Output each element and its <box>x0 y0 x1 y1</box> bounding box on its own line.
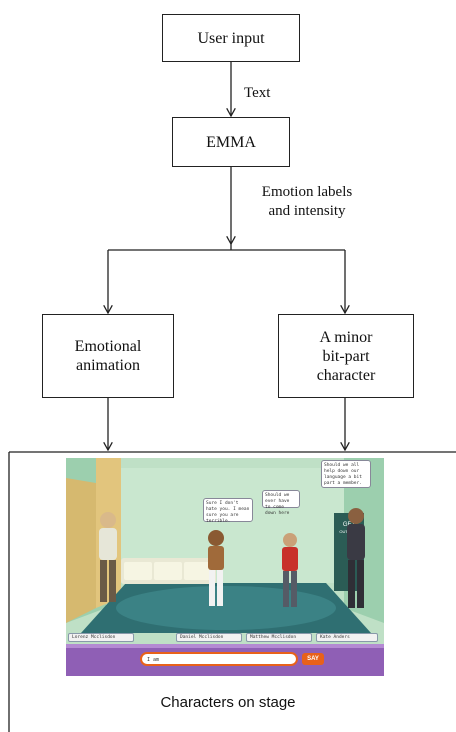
chat-input[interactable]: I am <box>140 652 298 666</box>
bit-part-line1: A minor <box>319 328 373 346</box>
name-tag-4: Kate Anders <box>316 633 378 642</box>
name-tag-2: Daniel Mcclisdon <box>176 633 242 642</box>
emotional-animation-line1: Emotional <box>74 338 142 355</box>
emotion-labels-line1: Emotion labels <box>261 184 353 200</box>
emma-box: EMMA <box>172 117 290 167</box>
character-1 <box>99 512 117 602</box>
text-edge-label: Text <box>244 85 271 101</box>
say-button[interactable]: SAY <box>302 653 324 665</box>
user-input-box: User input <box>162 14 300 62</box>
bit-part-line3: character <box>316 366 376 384</box>
character-2 <box>208 530 224 606</box>
name-tag-1: Lorenz Mcclisdon <box>68 633 134 642</box>
bit-part-character-box: A minor bit-part character <box>278 314 414 398</box>
emotional-animation-line2: animation <box>76 357 140 374</box>
emotional-animation-box: Emotional animation <box>42 314 174 398</box>
user-input-label: User input <box>197 29 265 47</box>
emotion-labels-edge-label: Emotion labels and intensity <box>239 183 375 221</box>
emotion-labels-line2: and intensity <box>268 203 346 219</box>
character-3 <box>282 533 298 607</box>
character-4 <box>347 508 365 608</box>
stage-screenshot: GET OUT NOW <box>66 458 384 676</box>
name-tag-3: Matthew Mcclisdon <box>246 633 312 642</box>
emma-label: EMMA <box>206 133 256 151</box>
bit-part-line2: bit-part <box>322 347 370 365</box>
stage-background: GET OUT NOW <box>66 458 384 676</box>
speech-bubble-2: Should we ever have to come down here <box>262 490 300 516</box>
stage-caption: Characters on stage <box>160 694 296 711</box>
speech-bubble-3: Should we all help down our language a b… <box>321 460 371 488</box>
speech-bubble-1: Sure I don't hate you. I mean sure you a… <box>203 498 253 524</box>
